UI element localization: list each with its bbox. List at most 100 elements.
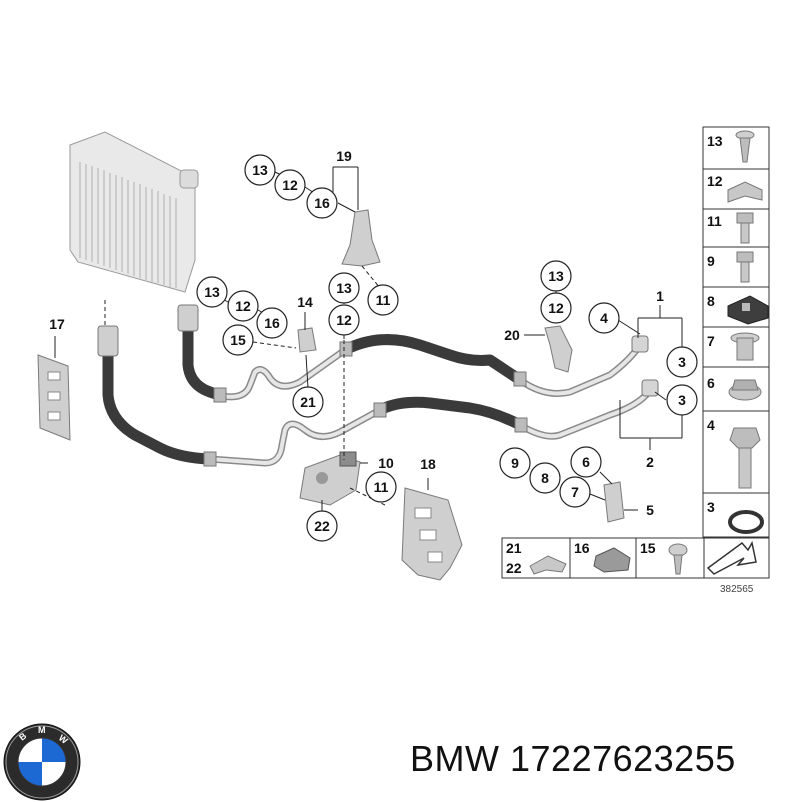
label-17: 17: [49, 316, 65, 332]
table-label-3: 3: [707, 499, 715, 515]
svg-text:7: 7: [571, 484, 579, 500]
table-label-4: 4: [707, 417, 715, 433]
table-label-21: 21: [506, 540, 522, 556]
label-1: 1: [656, 288, 664, 304]
callout-11-b: 11: [365, 471, 397, 503]
label-2: 2: [646, 454, 654, 470]
table-label-15: 15: [640, 540, 656, 556]
svg-text:12: 12: [548, 300, 564, 316]
bracket-20: [544, 325, 573, 373]
svg-text:13: 13: [336, 280, 352, 296]
callout-12-c: 12: [328, 304, 360, 336]
svg-text:22: 22: [314, 518, 330, 534]
bottom-parts-table: 21 22 16 15 382565: [501, 537, 770, 595]
screw-icon: [735, 130, 755, 163]
callout-3-a: 3: [666, 346, 698, 378]
callout-21: 21: [292, 386, 324, 418]
part-caption: BMW 17227623255: [410, 738, 736, 780]
callout-12-b: 12: [227, 290, 259, 322]
svg-text:12: 12: [235, 298, 251, 314]
bracket-5: [603, 481, 625, 523]
table-label-22: 22: [506, 560, 522, 576]
table-label-11: 11: [707, 213, 722, 229]
callout-12-a: 12: [274, 169, 306, 201]
callout-16-a: 16: [306, 187, 338, 219]
callout-12-d: 12: [540, 292, 572, 324]
svg-text:M: M: [38, 725, 46, 735]
bracket-10-22: [299, 451, 361, 506]
oil-cooler: [69, 131, 199, 293]
flange-nut-icon: [728, 379, 762, 401]
svg-text:9: 9: [511, 455, 519, 471]
bracket-19: [341, 209, 381, 267]
table-label-9: 9: [707, 253, 715, 269]
callout-4: 4: [588, 302, 620, 334]
parts-table: 13 12 11 9 8 7 6 4 3: [702, 126, 770, 538]
svg-text:8: 8: [541, 470, 549, 486]
clip-icon: [727, 181, 763, 203]
screw-icon: [668, 543, 688, 575]
svg-text:12: 12: [336, 312, 352, 328]
clamp-icon: [593, 547, 631, 573]
label-5: 5: [646, 502, 654, 518]
svg-text:13: 13: [252, 162, 268, 178]
svg-text:B: B: [17, 730, 29, 742]
lower-oil-line: [97, 325, 654, 467]
hex-bolt-icon: [729, 427, 761, 489]
callout-8: 8: [529, 462, 561, 494]
svg-text:15: 15: [230, 332, 246, 348]
callout-13-a: 13: [244, 154, 276, 186]
table-label-12: 12: [707, 173, 723, 189]
callout-3-b: 3: [666, 384, 698, 416]
arrow-icon: [706, 540, 757, 575]
reference-code: 382565: [720, 584, 754, 595]
callout-6: 6: [570, 446, 602, 478]
callout-11-a: 11: [367, 284, 399, 316]
svg-text:16: 16: [264, 315, 280, 331]
svg-text:16: 16: [314, 195, 330, 211]
svg-text:12: 12: [282, 177, 298, 193]
bolt-icon: [736, 212, 754, 244]
label-10: 10: [378, 455, 394, 471]
part-number: 17227623255: [510, 738, 736, 779]
svg-text:13: 13: [548, 268, 564, 284]
svg-text:4: 4: [600, 310, 608, 326]
bracket-17: [37, 354, 71, 441]
label-19: 19: [336, 148, 352, 164]
label-18: 18: [420, 456, 436, 472]
rubber-mount-icon: [727, 295, 769, 325]
callout-22: 22: [306, 510, 338, 542]
table-label-16: 16: [574, 540, 590, 556]
callout-13-d: 13: [540, 260, 572, 292]
table-label-7: 7: [707, 333, 715, 349]
bushing-icon: [730, 332, 760, 361]
bmw-roundel-icon: B M W: [3, 723, 81, 801]
brand-name: BMW: [410, 738, 500, 779]
svg-text:3: 3: [678, 354, 686, 370]
callout-9: 9: [499, 447, 531, 479]
callout-7: 7: [559, 476, 591, 508]
bolt-icon: [736, 251, 754, 283]
upper-oil-line: [177, 304, 644, 403]
callout-13-c: 13: [328, 272, 360, 304]
bracket-18: [401, 487, 463, 581]
seal-ring-icon: [728, 510, 764, 534]
table-label-8: 8: [707, 293, 715, 309]
svg-text:21: 21: [300, 394, 316, 410]
svg-text:13: 13: [204, 284, 220, 300]
table-label-6: 6: [707, 375, 715, 391]
table-label-13: 13: [707, 133, 723, 149]
bracket-14: [297, 327, 317, 353]
label-14: 14: [297, 294, 313, 310]
svg-text:3: 3: [678, 392, 686, 408]
label-20: 20: [504, 327, 520, 343]
callout-15: 15: [222, 324, 254, 356]
svg-text:11: 11: [374, 479, 389, 495]
callout-16-b: 16: [256, 307, 288, 339]
svg-text:11: 11: [376, 292, 391, 308]
pipe-end-fittings: [631, 335, 659, 397]
svg-text:6: 6: [582, 454, 590, 470]
callout-13-b: 13: [196, 276, 228, 308]
clip-icon: [529, 555, 567, 575]
